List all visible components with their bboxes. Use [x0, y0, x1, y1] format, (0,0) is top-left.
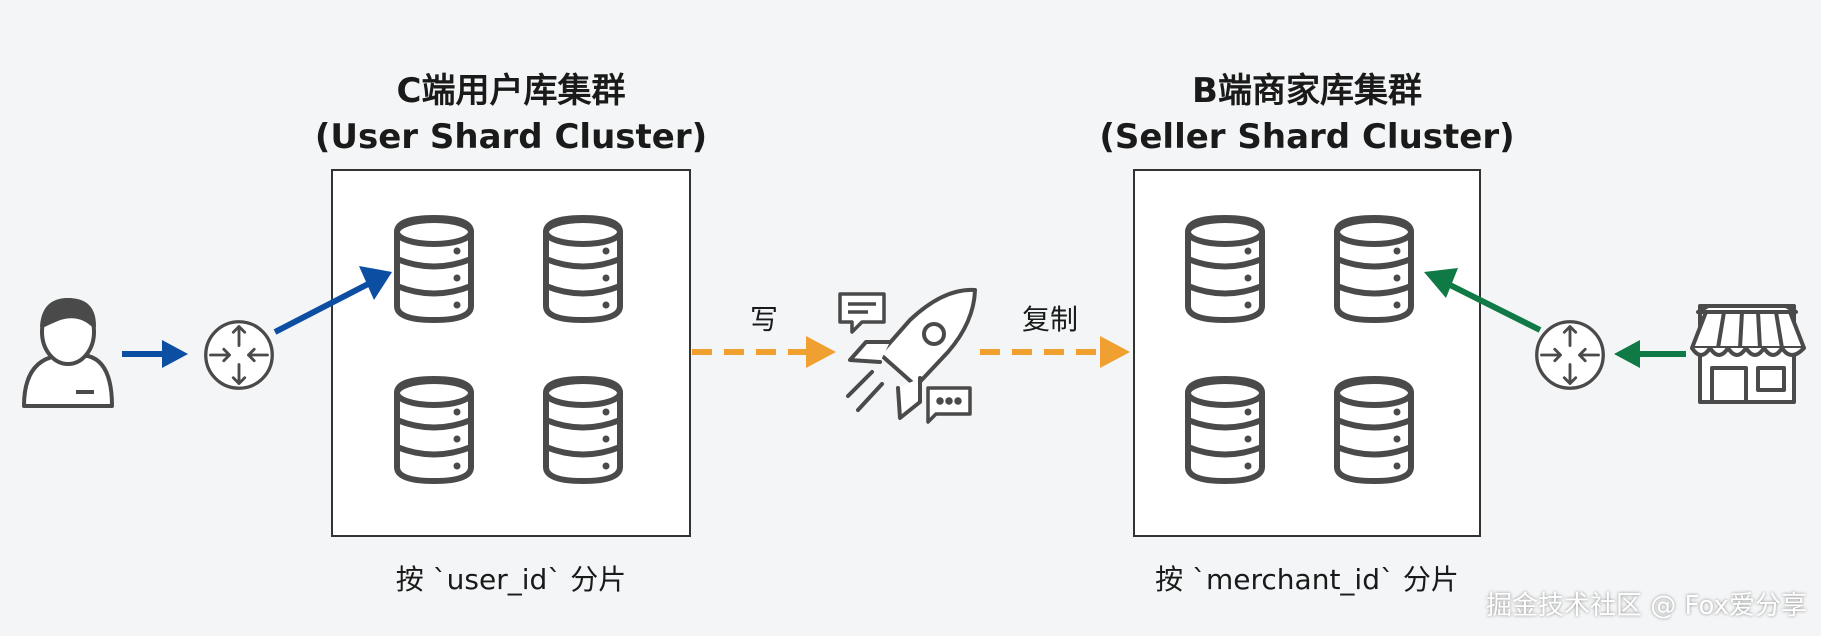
database-icon [546, 218, 620, 320]
seller-cluster-title: B端商家库集群 [1192, 71, 1422, 111]
rocket-icon [846, 287, 977, 420]
seller-shard-caption: 按 `merchant_id` 分片 [1155, 563, 1459, 596]
user-cluster-title: C端用户库集群 [396, 71, 626, 111]
database-icon [397, 379, 471, 481]
router-to-user-db-arrow [273, 279, 374, 335]
user-icon [22, 298, 114, 408]
write-label: 写 [749, 303, 778, 336]
user-cluster-subtitle: (User Shard Cluster) [314, 117, 708, 157]
router-to-user-db-arrowhead [359, 266, 392, 300]
database-icon [1337, 218, 1411, 320]
database-icon [1188, 379, 1262, 481]
store-to-router-arrowhead [1614, 340, 1640, 368]
database-icon [1337, 379, 1411, 481]
seller-cluster-box [1133, 169, 1481, 537]
router-icon [204, 320, 274, 390]
chat-bubble-icon [838, 292, 886, 334]
user-cluster-box [331, 169, 691, 537]
router-icon [1535, 320, 1605, 390]
router-to-seller-db-arrow [1446, 281, 1542, 333]
chat-bubble-icon [926, 386, 972, 424]
watermark: 掘金技术社区 @ Fox爱分享 [1485, 591, 1807, 621]
user-shard-caption: 按 `user_id` 分片 [395, 563, 627, 596]
write-arrowhead [806, 336, 836, 368]
replicate-arrowhead [1100, 336, 1130, 368]
replicate-label: 复制 [1021, 303, 1078, 336]
router-to-seller-db-arrowhead [1424, 268, 1458, 298]
seller-cluster-subtitle: (Seller Shard Cluster) [1099, 117, 1515, 157]
store-icon [1690, 304, 1806, 404]
database-icon [546, 379, 620, 481]
database-icon [397, 218, 471, 320]
user-to-router-arrowhead [162, 340, 188, 368]
database-icon [1188, 218, 1262, 320]
